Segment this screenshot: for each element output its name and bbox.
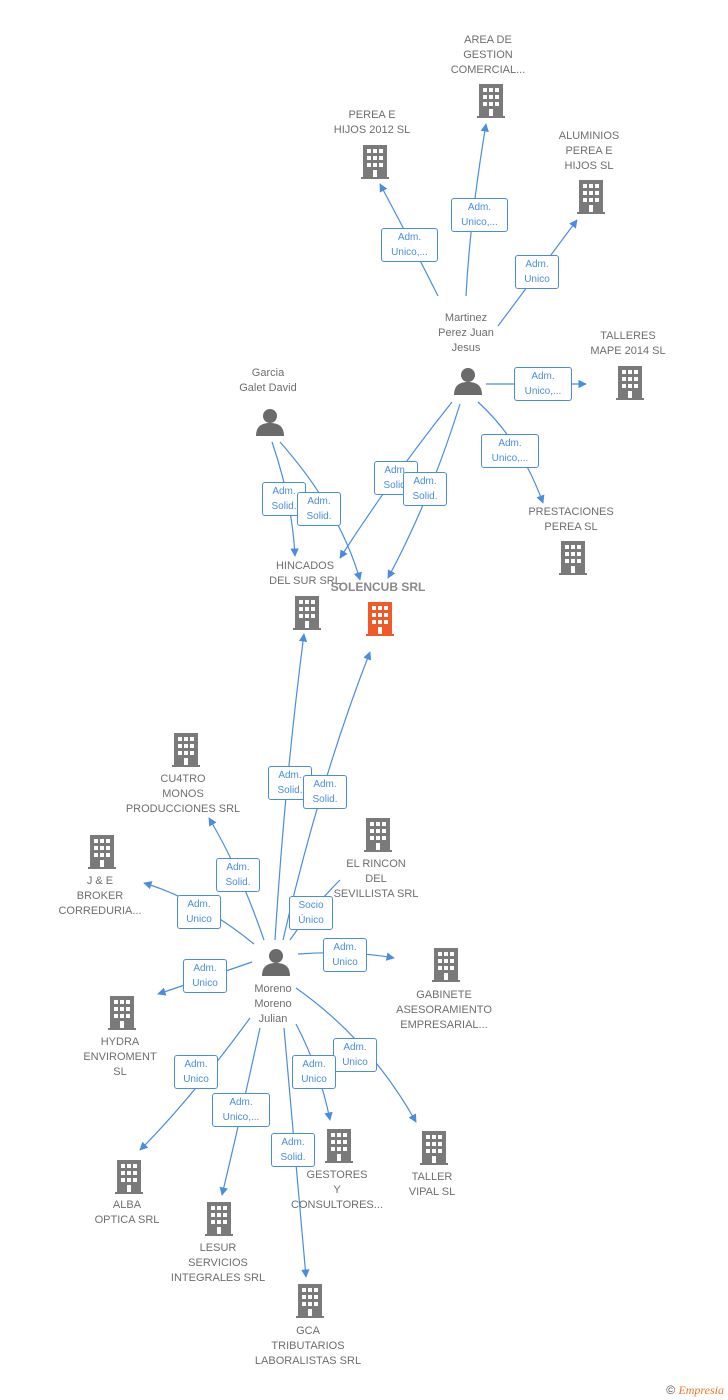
edge-label-adm-unico[interactable]: Adm.Unico,... [514,367,572,401]
building-icon-perea-e-hijos-2012[interactable] [361,145,389,179]
company-label-gca[interactable]: GCA TRIBUTARIOS LABORALISTAS SRL [254,1325,362,1367]
company-label-perea-e-hijos-2012[interactable]: PEREA E HIJOS 2012 SL [333,109,411,136]
edge-label-adm-unico[interactable]: Adm.Unico [174,1055,218,1089]
edges [139,123,587,1278]
person-label-martinez[interactable]: Martinez Perez Juan Jesus [438,312,494,354]
building-icon-hincados[interactable] [293,596,321,630]
building-icon-gestores[interactable] [325,1129,353,1163]
company-label-cu4tro[interactable]: CU4TRO MONOS PRODUCCIONES SRL [125,773,241,815]
main-company-label[interactable]: SOLENCUB SRL [330,580,426,594]
edge-label-adm-solid[interactable]: Adm.Solid. [303,775,347,809]
company-label-je-broker[interactable]: J & E BROKER CORREDURIA... [58,875,142,917]
edge-label-adm-unico[interactable]: Adm.Unico [515,255,559,289]
edge-label-adm-unico[interactable]: Adm.Unico [177,895,221,929]
company-label-aluminios-perea[interactable]: ALUMINIOS PEREA E HIJOS SL [558,130,620,172]
edge-label-adm-unico[interactable]: Adm.Unico,... [451,198,508,232]
edge-label-adm-unico[interactable]: Adm.Unico [183,959,227,993]
edge-label-adm-unico[interactable]: Adm.Unico [333,1038,377,1072]
brand-logo-text: Empresia [678,1383,724,1397]
edge-moreno-alba[interactable] [139,1017,251,1151]
company-label-hydra[interactable]: HYDRA ENVIROMENT SL [83,1036,157,1078]
building-icon-hydra[interactable] [108,996,136,1030]
company-label-taller-vipal[interactable]: TALLER VIPAL SL [408,1171,456,1198]
edge-label-adm-solid[interactable]: Adm.Solid. [297,492,341,526]
edge-label-adm-solid[interactable]: Adm.Solid. [403,472,447,506]
company-label-lesur[interactable]: LESUR SERVICIOS INTEGRALES SRL [170,1242,266,1284]
edge-label-adm-solid[interactable]: Adm.Solid. [271,1133,315,1167]
company-label-talleres-mape[interactable]: TALLERES MAPE 2014 SL [590,330,666,357]
company-label-alba[interactable]: ALBA OPTICA SRL [94,1199,160,1226]
building-icon-gabinete[interactable] [432,948,460,982]
company-label-el-rincon[interactable]: EL RINCON DEL SEVILLISTA SRL [333,858,419,900]
company-label-hincados[interactable]: HINCADOS DEL SUR SRL [269,560,341,587]
building-icon-gca[interactable] [296,1284,324,1318]
edge-label-adm-solid[interactable]: Adm.Solid. [216,858,260,892]
building-icon-aluminios-perea[interactable] [577,180,605,214]
building-icon-taller-vipal[interactable] [420,1131,448,1165]
person-icon-garcia[interactable] [256,409,284,436]
edge-label-adm-unico[interactable]: Adm.Unico,... [212,1093,270,1127]
building-icon-solencub-main[interactable] [366,602,394,636]
company-label-gestores[interactable]: GESTORES Y CONSULTORES... [291,1169,383,1211]
company-nodes [88,84,644,1318]
company-label-area-de-gestion[interactable]: AREA DE GESTION COMERCIAL... [450,34,526,76]
building-icon-area-de-gestion[interactable] [477,84,505,118]
person-icon-martinez[interactable] [454,368,482,395]
footer-brand: © Empresia [666,1383,724,1398]
person-icon-moreno[interactable] [262,949,290,976]
building-icon-cu4tro[interactable] [172,733,200,767]
person-label-moreno[interactable]: Moreno Moreno Julian [254,983,292,1025]
company-label-gabinete[interactable]: GABINETE ASESORAMIENTO EMPRESARIAL... [396,989,492,1031]
edge-label-adm-unico[interactable]: Adm.Unico [323,938,367,972]
building-icon-je-broker[interactable] [88,835,116,869]
building-icon-lesur[interactable] [205,1202,233,1236]
edge-label-adm-unico[interactable]: Adm.Unico [292,1055,336,1089]
edge-label-adm-unico[interactable]: Adm.Unico,... [481,434,539,468]
building-icon-prestaciones-perea[interactable] [559,541,587,575]
edge-label-adm-unico[interactable]: Adm.Unico,... [381,228,438,262]
company-label-prestaciones-perea[interactable]: PRESTACIONES PEREA SL [528,506,614,533]
building-icon-alba[interactable] [115,1160,143,1194]
building-icon-talleres-mape[interactable] [616,366,644,400]
building-icon-el-rincon[interactable] [364,818,392,852]
copyright-symbol: © [666,1383,676,1397]
person-label-garcia[interactable]: Garcia Galet David [239,367,297,394]
